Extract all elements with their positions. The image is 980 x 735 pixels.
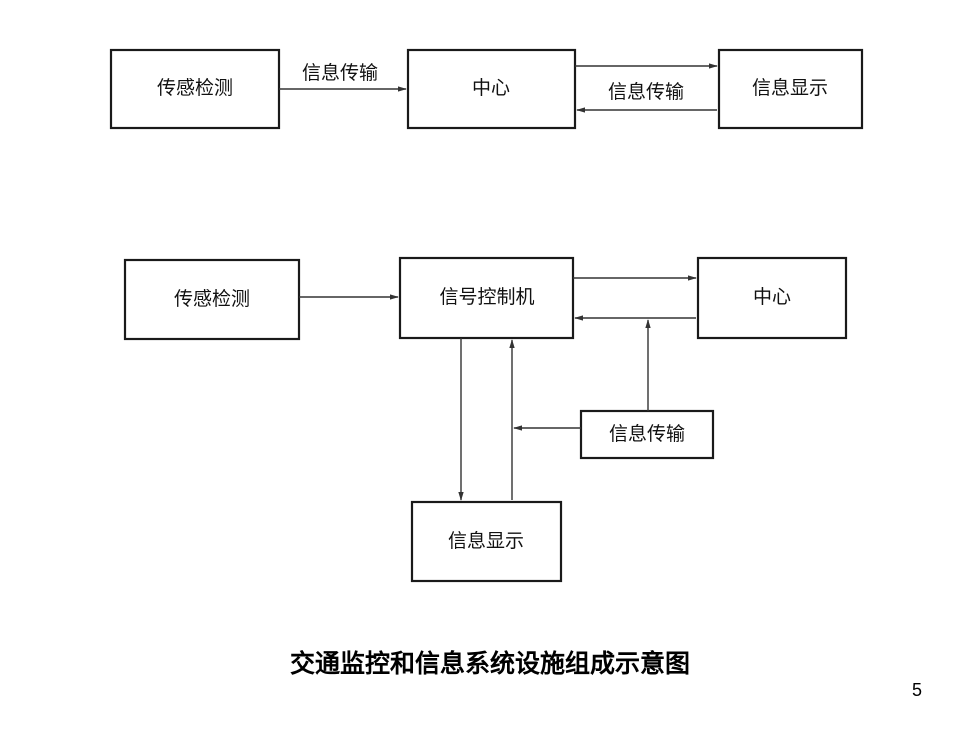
top-sensor-label: 传感检测 [157,77,233,99]
top-center-box: 中心 [406,48,577,130]
bottom-sensor-box: 传感检测 [123,258,301,341]
bottom-transmission-box: 信息传输 [579,409,715,460]
top-display-box: 信息显示 [717,48,864,130]
page-number: 5 [911,680,922,700]
bottom-controller-box: 信号控制机 [398,256,575,340]
top-sensor-box: 传感检测 [109,48,281,130]
top-display-label: 信息显示 [752,77,828,99]
bottom-diagram: 传感检测 信号控制机 中心 信息传输 信息显示 [123,256,848,583]
bottom-transmission-label: 信息传输 [609,423,685,445]
bottom-display-box: 信息显示 [410,500,563,583]
bottom-sensor-label: 传感检测 [174,288,250,310]
bottom-center-box: 中心 [696,256,848,340]
bottom-controller-label: 信号控制机 [439,286,534,308]
bottom-center-label: 中心 [753,286,791,308]
top-center-label: 中心 [472,77,510,99]
top-edge-label-right: 信息传输 [608,81,684,103]
top-diagram: 传感检测 信息传输 中心 信息传输 信息显示 [109,48,864,130]
bottom-display-label: 信息显示 [448,530,524,552]
top-edge-label-left: 信息传输 [302,62,378,84]
figure-caption: 交通监控和信息系统设施组成示意图 [289,649,690,678]
